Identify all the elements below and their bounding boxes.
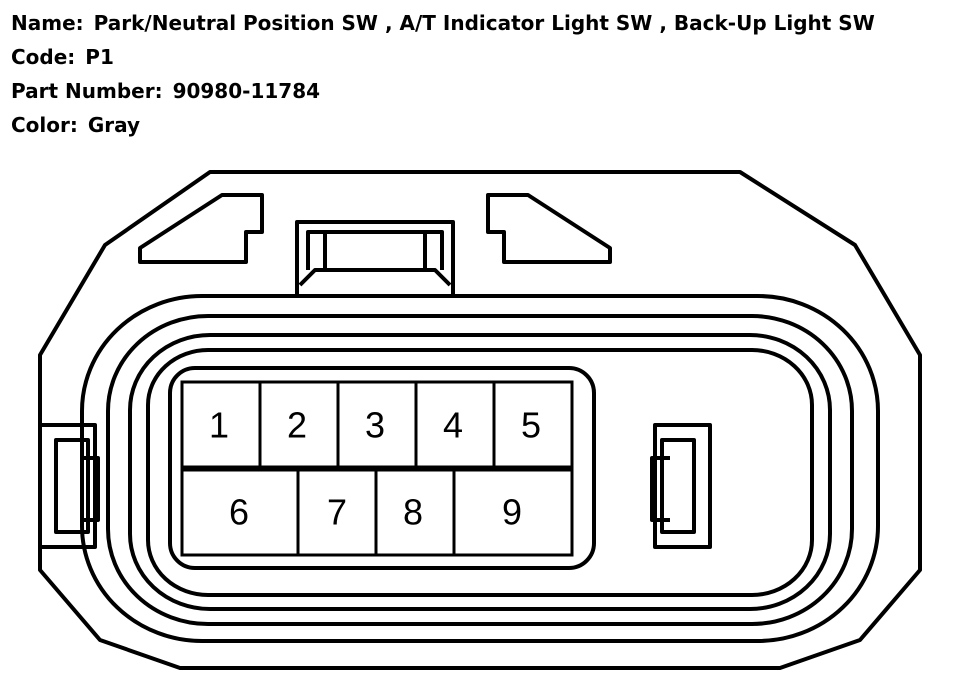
pin-label-2: 2 <box>287 405 307 446</box>
left-lock-tab-inner <box>54 438 90 534</box>
code-label: Code: <box>11 45 76 69</box>
top-left-guide-rib <box>138 193 264 264</box>
part-number-value: 90980-11784 <box>172 79 321 103</box>
name-value: Park/Neutral Position SW , A/T Indicator… <box>93 11 875 35</box>
seal-ring-second <box>106 314 854 626</box>
connector-info: Name: Park/Neutral Position SW , A/T Indi… <box>11 6 875 142</box>
right-lock-hook <box>650 456 670 522</box>
part-number-label: Part Number: <box>11 79 163 103</box>
right-lock-tab-inner <box>660 438 696 534</box>
housing-outline <box>38 170 922 670</box>
left-lock-tab <box>38 423 97 549</box>
color-row: Color: Gray <box>11 108 875 142</box>
locking-latch-step <box>298 268 452 287</box>
locking-latch-inner <box>306 230 444 270</box>
part-number-row: Part Number: 90980-11784 <box>11 74 875 108</box>
pin-label-3: 3 <box>365 405 385 446</box>
color-label: Color: <box>11 113 78 137</box>
pin-cell-5 <box>492 380 574 469</box>
pin-label-5: 5 <box>521 405 541 446</box>
seal-ring-third <box>128 333 832 611</box>
name-row: Name: Park/Neutral Position SW , A/T Indi… <box>11 6 875 40</box>
seal-ring-inner <box>146 348 814 597</box>
top-right-guide-rib <box>486 193 612 264</box>
locking-latch <box>295 220 455 296</box>
seal-ring-outer <box>80 294 880 643</box>
name-label: Name: <box>11 11 84 35</box>
right-lock-tab <box>653 423 712 549</box>
pin-label-9: 9 <box>502 492 522 533</box>
pin-label-4: 4 <box>443 405 463 446</box>
pin-label-8: 8 <box>403 492 423 533</box>
pin-label-7: 7 <box>327 492 347 533</box>
color-value: Gray <box>87 113 141 137</box>
pin-cell-9 <box>452 468 574 557</box>
pin-label-6: 6 <box>229 492 249 533</box>
cavity-frame <box>168 366 596 570</box>
pin-label-1: 1 <box>209 405 229 446</box>
code-value: P1 <box>85 45 114 69</box>
code-row: Code: P1 <box>11 40 875 74</box>
left-lock-hook <box>80 456 100 522</box>
